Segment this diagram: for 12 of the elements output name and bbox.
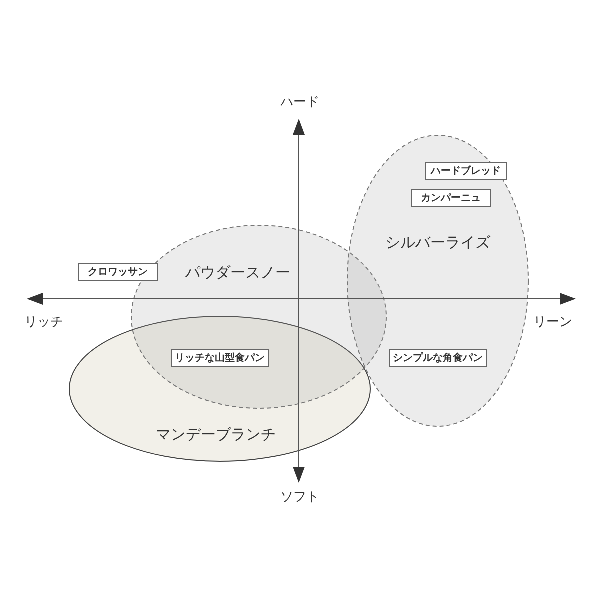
group-label: シルバーライズ	[386, 234, 490, 252]
item-label-box: シンプルな角食パン	[389, 349, 487, 367]
item-label-box: リッチな山型食パン	[171, 349, 269, 367]
group-label: マンデーブランチ	[156, 426, 276, 444]
group-label: パウダースノー	[186, 264, 290, 282]
axis-label: リッチ	[24, 314, 64, 331]
item-label-box: カンパーニュ	[411, 189, 491, 207]
item-label-box: クロワッサン	[78, 263, 158, 281]
axis-label: ソフト	[280, 489, 320, 506]
item-label-box: ハードブレッド	[425, 162, 507, 180]
axis-label: リーン	[534, 314, 572, 331]
axis-label: ハード	[280, 94, 320, 111]
